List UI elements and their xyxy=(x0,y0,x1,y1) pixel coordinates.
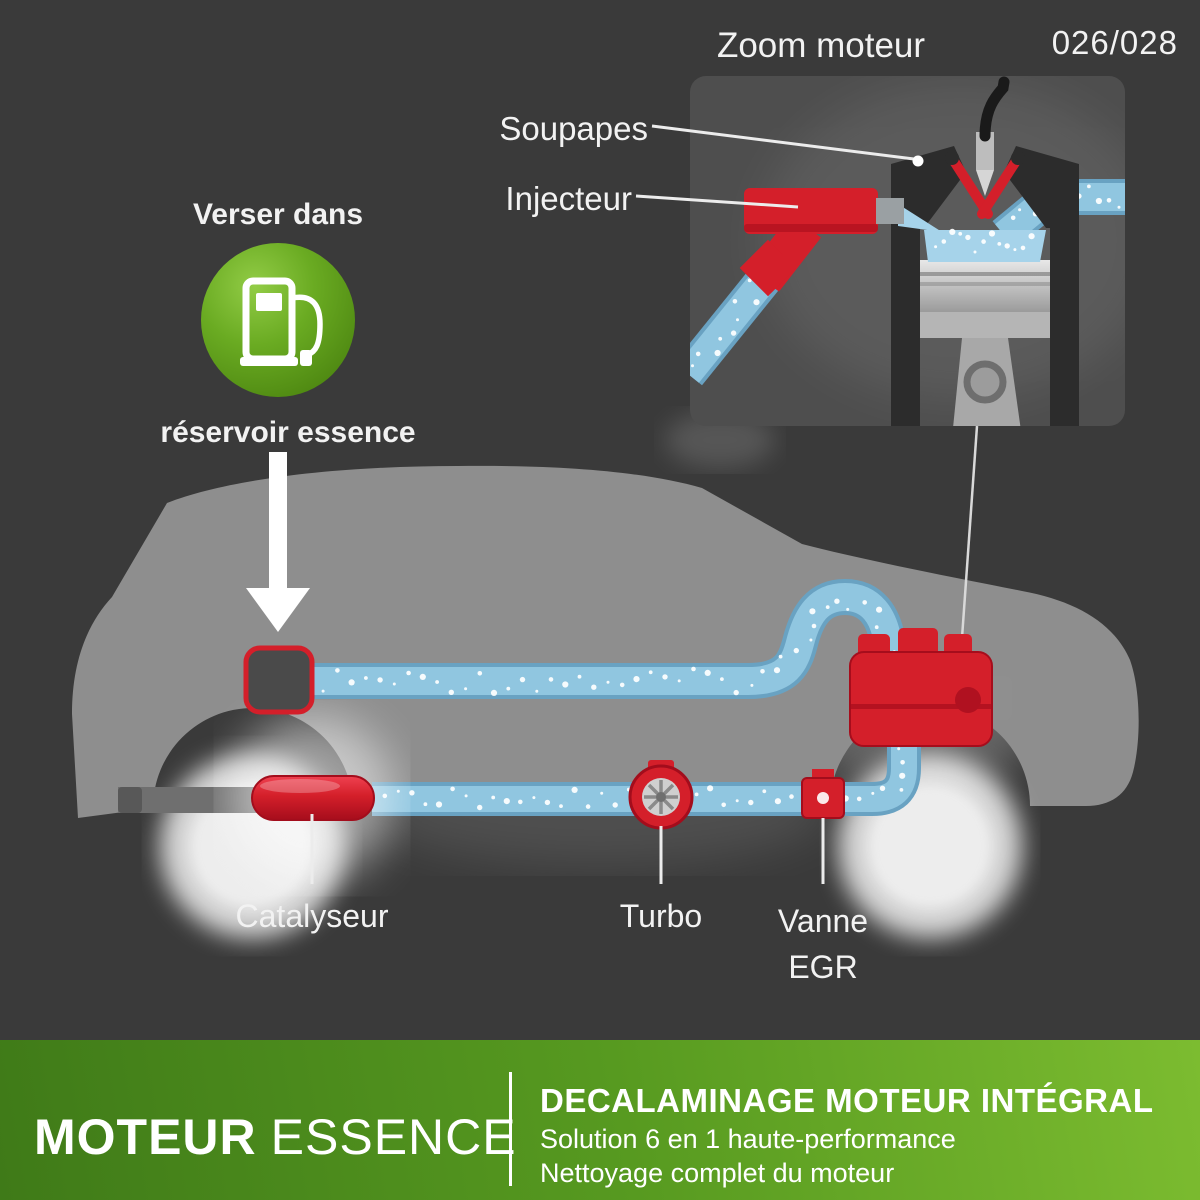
footer-sub2: Nettoyage complet du moteur xyxy=(540,1158,895,1188)
engine-cross-section xyxy=(690,76,1125,426)
engine-block xyxy=(849,628,1012,747)
spray-bubbles xyxy=(934,228,1035,254)
egr-valve-shape xyxy=(801,769,845,819)
zoom-link-line xyxy=(959,425,979,653)
fuel-badge-circle xyxy=(201,243,355,397)
exhaust-pipe xyxy=(372,742,921,816)
fuel-pipe xyxy=(313,578,909,699)
pour-title: Verser dans xyxy=(192,198,364,231)
catalyseur-shape xyxy=(251,775,375,821)
diagram-canvas xyxy=(72,76,1139,938)
catalyseur-label: Catalyseur xyxy=(235,898,389,934)
zoom-title: Zoom moteur xyxy=(716,26,926,65)
pour-target-label: réservoir essence xyxy=(160,416,416,449)
pointer-line-injecteur xyxy=(635,194,799,209)
pointer-dot-soupapes xyxy=(912,155,924,167)
pointer-line-soupapes xyxy=(651,124,915,161)
down-arrow-icon xyxy=(246,452,310,632)
turbo-label: Turbo xyxy=(619,898,703,934)
injecteur-label: Injecteur xyxy=(505,180,632,217)
combustion-spray xyxy=(898,204,1046,262)
spark-plug-wire xyxy=(979,76,1010,142)
soupapes-label: Soupapes xyxy=(499,110,648,147)
cylinder-heads xyxy=(891,146,1079,228)
footer-sub1: Solution 6 en 1 haute-performance xyxy=(540,1124,956,1154)
footer-headline: DECALAMINAGE MOTEUR INTÉGRAL xyxy=(540,1082,1154,1119)
footer-brand-light: ESSENCE xyxy=(270,1109,517,1165)
page-counter: 026/028 xyxy=(1051,24,1178,61)
cylinder-walls xyxy=(891,226,1079,426)
fuel-pump-icon xyxy=(240,277,323,366)
spark-plug xyxy=(976,132,994,196)
vanne-egr-line1: Vanne xyxy=(777,903,869,939)
fuel-tank-cap xyxy=(243,645,315,715)
footer-brand-bold: MOTEUR xyxy=(34,1109,257,1165)
vanne-egr-label: Vanne EGR xyxy=(723,898,923,990)
injector-body xyxy=(739,188,904,297)
footer-divider xyxy=(509,1072,512,1186)
vanne-egr-line2: EGR xyxy=(788,949,858,985)
valves xyxy=(945,151,1025,219)
piston xyxy=(920,260,1050,426)
pointer-lines xyxy=(310,124,915,884)
